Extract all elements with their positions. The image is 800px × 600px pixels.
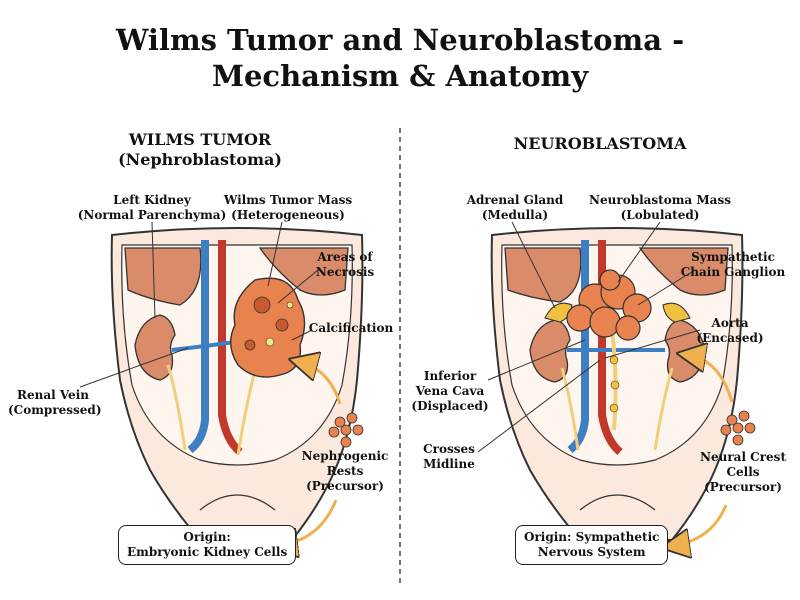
wilms-right-ureter — [236, 369, 257, 456]
wilms-heading-sub: (Nephroblastoma) — [118, 150, 282, 169]
leader-necrosis — [277, 269, 319, 304]
neuro-left-adrenal-gland — [544, 302, 573, 323]
leader-aorta — [604, 329, 701, 359]
neuro-origin-arrow — [672, 504, 728, 546]
label-left-kidney: Left Kidney(Normal Parenchyma) — [77, 193, 227, 222]
label-neuroblastoma-mass: Neuroblastoma Mass(Lobulated) — [589, 193, 731, 222]
neuroblastoma-anatomy — [477, 221, 756, 546]
neuro-precursor-arrow — [688, 355, 734, 403]
diagram-title-line-1: Wilms Tumor and Neuroblastoma - — [115, 23, 685, 57]
wilms-vena-cava — [187, 240, 209, 454]
label-renal-vein: Renal Vein(Compressed) — [8, 388, 102, 417]
leader-calcification — [291, 329, 313, 341]
wilms-heading-main: WILMS TUMOR — [128, 130, 272, 149]
leader-crosses-midline — [477, 359, 601, 453]
wilms-left-ureter — [166, 364, 187, 451]
neuro-pelvis — [579, 494, 656, 511]
wilms-necrosis-spot — [253, 296, 271, 314]
wilms-calcification-spot — [265, 337, 275, 347]
label-wilms-mass: Wilms Tumor Mass(Heterogeneous) — [223, 193, 353, 222]
wilms-liver — [124, 247, 202, 306]
wilms-necrosis-spot — [244, 339, 256, 351]
wilms-precursor-arrow — [300, 362, 342, 405]
leader-neuro-mass — [617, 221, 661, 283]
wilms-aorta — [218, 240, 243, 456]
leader-adrenal — [511, 221, 556, 309]
neuro-aorta — [598, 240, 623, 456]
neuro-right-adrenal-gland — [662, 302, 691, 323]
leader-ivc — [487, 339, 586, 381]
neuro-left-ureter — [560, 367, 580, 451]
nephrogenic-rests-cells — [328, 412, 364, 448]
neuro-sympathetic-chain — [610, 329, 618, 431]
wilms-calcification-spot — [286, 301, 294, 309]
neuro-liver — [504, 247, 582, 303]
wilms-origin-box: Origin:Embryonic Kidney Cells — [118, 525, 297, 565]
neuro-left-kidney — [529, 319, 571, 383]
neural-crest-cells — [720, 410, 756, 446]
wilms-heading: WILMS TUMOR (Nephroblastoma) — [100, 130, 300, 170]
neuro-spleen — [638, 247, 729, 296]
label-aorta: Aorta(Encased) — [696, 316, 764, 345]
label-adrenal-gland: Adrenal Gland(Medulla) — [466, 193, 564, 222]
wilms-tumor-mass — [230, 277, 306, 378]
leader-renal-vein — [79, 347, 189, 388]
neuro-heading: NEUROBLASTOMA — [513, 134, 687, 153]
label-calcification: Calcification — [308, 321, 394, 335]
wilms-necrosis-spot — [275, 318, 289, 332]
leader-wilms-mass — [267, 221, 283, 287]
wilms-anatomy — [79, 221, 364, 545]
wilms-pelvis — [199, 494, 276, 511]
leader-ganglion — [637, 269, 696, 306]
leader-left-kidney — [151, 221, 156, 319]
neuro-right-ureter — [653, 367, 674, 451]
diagram-title-line-2: Mechanism & Anatomy — [211, 59, 589, 93]
neuro-vena-cava — [567, 240, 589, 454]
wilms-spleen — [258, 247, 349, 296]
